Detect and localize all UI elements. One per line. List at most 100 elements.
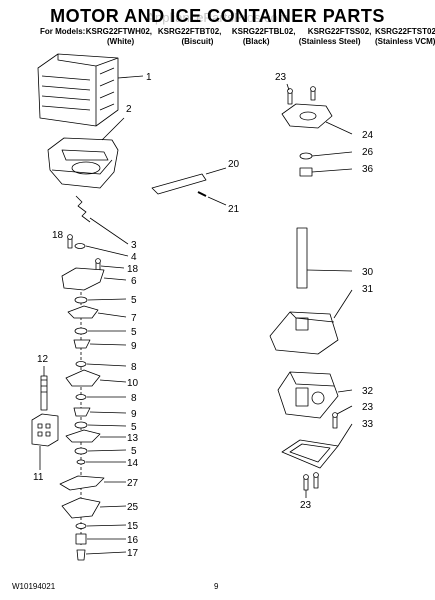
model-numbers-row: For Models: KSRG22FTWH02, KSRG22FTBT02, … [40,27,435,37]
motor-cover-part [269,311,339,355]
callout-label: 12 [37,354,49,365]
document-number: W10194021 [12,582,56,591]
leader-line [89,411,127,414]
callout-label: 26 [362,147,374,158]
coupler-part [281,103,333,129]
screw-part [332,412,338,429]
model-color: (White) [107,37,135,46]
leader-line [87,298,127,301]
callout-label: 18 [127,264,139,275]
screw-part [313,472,319,489]
gasket-part [281,439,339,469]
spring-part [75,195,91,223]
callout-label: 31 [362,284,374,295]
screw-part [95,258,101,273]
leader-line [87,449,127,452]
callout-label: 9 [131,409,137,420]
callout-label: 8 [131,393,137,404]
leader-line [337,389,353,393]
model-color: (Black) [242,37,270,46]
model-color: (Stainless VCM) [375,37,435,46]
callout-label: 23 [300,500,312,511]
auger-housing-part [47,137,119,189]
leader-line [86,363,127,367]
leader-line [205,167,227,175]
callout-label: 32 [362,386,374,397]
model-colors-row: (White) (Biscuit) (Black) (Stainless Ste… [40,37,435,47]
page-title: MOTOR AND ICE CONTAINER PARTS [50,6,385,26]
models-prefix: For Models: [40,27,86,36]
callout-label: 21 [228,204,240,215]
page-number: 9 [214,582,219,591]
leader-line [89,343,127,346]
callout-label: 10 [127,378,139,389]
leader-line [100,265,125,269]
leader-line [97,312,127,318]
leader-line [337,423,353,447]
model-number: KSRG22FTBT02, [157,27,222,36]
model-number: KSRG22FTBL02, [231,27,296,36]
nut-part [299,167,313,177]
model-number: KSRG22FTST02 [374,27,435,36]
drive-shaft-part [296,227,308,289]
callout-label: 14 [127,458,139,469]
block-part [31,413,59,447]
leader-line [101,117,125,141]
callout-label: 6 [131,276,137,287]
screw-part [303,474,309,491]
callout-label: 23 [275,72,287,83]
leader-line [207,196,227,206]
callout-label: 27 [127,478,139,489]
rod-part [40,375,48,411]
model-list: For Models: KSRG22FTWH02, KSRG22FTBT02, … [40,27,435,47]
leader-line [99,505,127,508]
leader-line [306,269,353,272]
leader-line [117,75,144,79]
leader-line [86,524,127,527]
leader-line [99,379,127,383]
callout-label: 17 [127,548,139,559]
ice-container-part [37,53,119,127]
callout-label: 11 [33,472,44,483]
screw-part [67,234,73,249]
leader-line [103,277,127,281]
leader-line [286,83,290,91]
motor-part [277,371,339,419]
callout-label: 15 [127,521,139,532]
leader-line [87,424,127,427]
model-color: (Stainless Steel) [298,37,361,46]
callout-label: 5 [131,446,137,457]
leader-line [333,289,353,319]
callout-label: 25 [127,502,139,513]
leader-line [336,405,353,415]
leader-line [311,151,353,157]
callout-label: 18 [52,230,64,241]
leader-line [89,217,129,245]
pin-part [197,191,207,197]
callout-label: 3 [131,240,137,251]
bracket-part [61,267,105,291]
callout-label: 13 [127,433,139,444]
callout-label: 4 [131,252,137,263]
screw-part [310,86,316,101]
leader-line [325,121,353,135]
callout-label: 30 [362,267,374,278]
callout-label: 9 [131,341,137,352]
callout-label: 16 [127,535,139,546]
leader-line [311,168,353,173]
callout-label: 1 [146,72,152,83]
callout-label: 8 [131,362,137,373]
callout-label: 36 [362,164,374,175]
model-color: (Biscuit) [181,37,214,46]
callout-label: 23 [362,402,374,413]
callout-label: 5 [131,422,137,433]
callout-label: 2 [126,104,132,115]
screw-part [287,88,293,105]
callout-label: 20 [228,159,240,170]
callout-label: 7 [131,313,137,324]
lever-part [151,173,207,195]
callout-label: 33 [362,419,374,430]
leader-line [85,551,127,555]
